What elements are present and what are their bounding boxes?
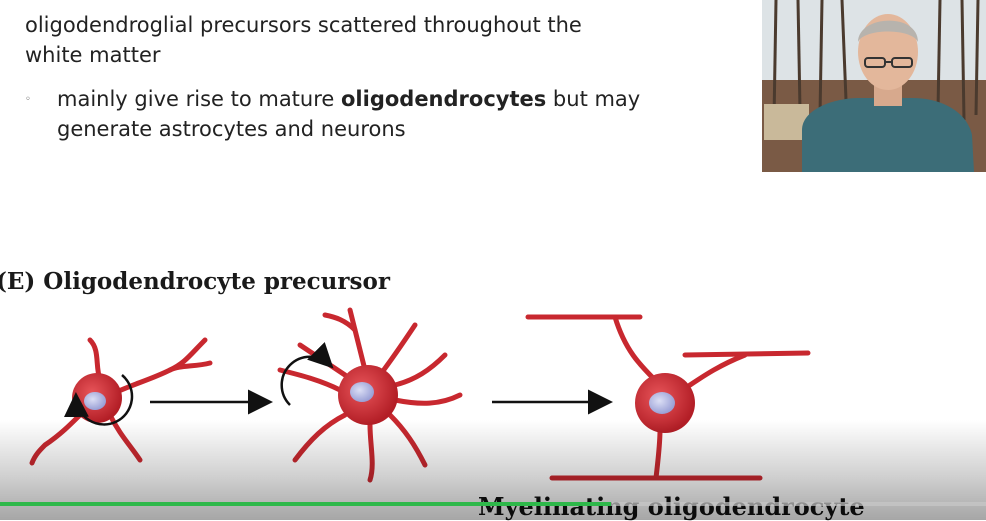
figure-title: (E) Oligodendrocyte precursor [0, 268, 390, 295]
webcam-scene [762, 0, 986, 172]
video-progress-fill [0, 502, 612, 506]
precursor-cell-2-nucleus [350, 382, 374, 402]
bullet-main: oligodendroglial precursors scattered th… [25, 13, 582, 67]
sub-bullet-marker: ◦ [25, 94, 31, 105]
figure-caption: Myelinating oligodendrocyte [478, 492, 865, 521]
precursor-cell-1-nucleus [84, 392, 106, 410]
myelinating-cell-nucleus [649, 392, 675, 414]
video-progress-bar[interactable] [0, 502, 986, 506]
myelinating-cell [525, 314, 811, 481]
bullet-sub-post: but may generate astrocytes and neurons [57, 87, 641, 141]
presenter-webcam [762, 0, 986, 172]
bullet-sub: mainly give rise to mature oligodendrocy… [57, 84, 657, 144]
oligodendrocyte-figure [29, 307, 811, 483]
precursor-cell-2 [277, 307, 463, 483]
division-arrow-2 [280, 342, 334, 406]
division-arrow-1 [63, 374, 134, 426]
bullet-sub-bold: oligodendrocytes [341, 87, 547, 111]
bullet-sub-pre: mainly give rise to mature [57, 87, 341, 111]
